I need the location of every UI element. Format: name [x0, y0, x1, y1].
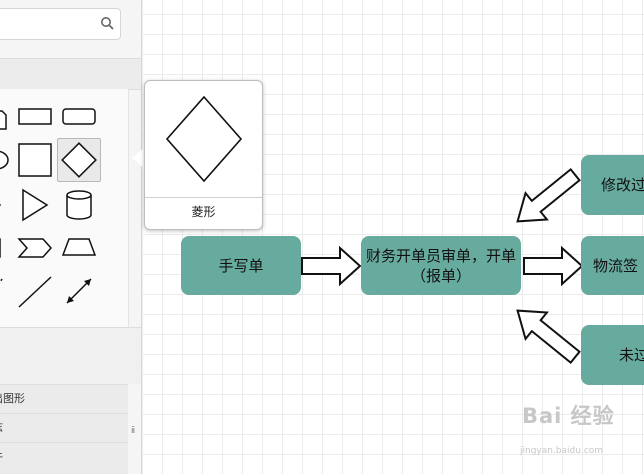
sidebar-section-shapes[interactable]: 出图形	[0, 384, 128, 413]
shape-palette	[0, 89, 129, 327]
sidebar-section-files[interactable]: 件	[0, 442, 128, 474]
shape-line-icon[interactable]	[15, 271, 55, 311]
node-logistics-sign[interactable]: 物流签	[581, 236, 644, 295]
shape-triangle-icon[interactable]	[15, 185, 55, 225]
shape-bidirectional-arrow-icon[interactable]	[59, 271, 99, 311]
shape-section-header[interactable]	[0, 58, 141, 90]
shape-rectangle-icon[interactable]	[15, 96, 55, 136]
watermark-logo: Bai 经验	[522, 404, 615, 428]
shape-cylinder-icon[interactable]	[59, 185, 99, 225]
shape-dotted-line-icon[interactable]	[0, 271, 22, 311]
shape-square-icon[interactable]	[15, 140, 55, 180]
tooltip-shape-name: 菱形	[191, 205, 216, 219]
node-finance-review[interactable]: 财务开单员审单，开单（报单）	[361, 236, 521, 295]
node-handwritten-order[interactable]: 手写单	[181, 236, 301, 295]
tooltip-pointer	[132, 148, 144, 168]
rhombus-preview	[165, 95, 243, 183]
shape-rhombus-icon[interactable]	[57, 138, 101, 182]
shape-ellipse-icon[interactable]	[0, 140, 22, 180]
search-input[interactable]	[0, 8, 121, 40]
shape-trapezoid-icon[interactable]	[59, 227, 99, 267]
node-unsent[interactable]: 未过	[581, 325, 644, 385]
shape-document-icon[interactable]	[0, 99, 22, 139]
watermark-url: jingyan.baidu.com	[520, 446, 604, 456]
shape-sidebar: 出图形 志 件 ⅱ	[0, 0, 142, 474]
sidebar-resize-handle[interactable]: ⅱ	[131, 426, 136, 436]
shape-step-icon[interactable]	[15, 227, 55, 267]
node-modify[interactable]: 修改过	[581, 155, 644, 215]
shape-rounded-rectangle-icon[interactable]	[59, 96, 99, 136]
sidebar-section-log[interactable]: 志	[0, 413, 128, 442]
tooltip-divider	[145, 197, 262, 198]
shape-preview-tooltip: 菱形	[144, 80, 263, 230]
search-icon[interactable]	[100, 16, 114, 30]
sidebar-section-gap	[0, 327, 141, 384]
